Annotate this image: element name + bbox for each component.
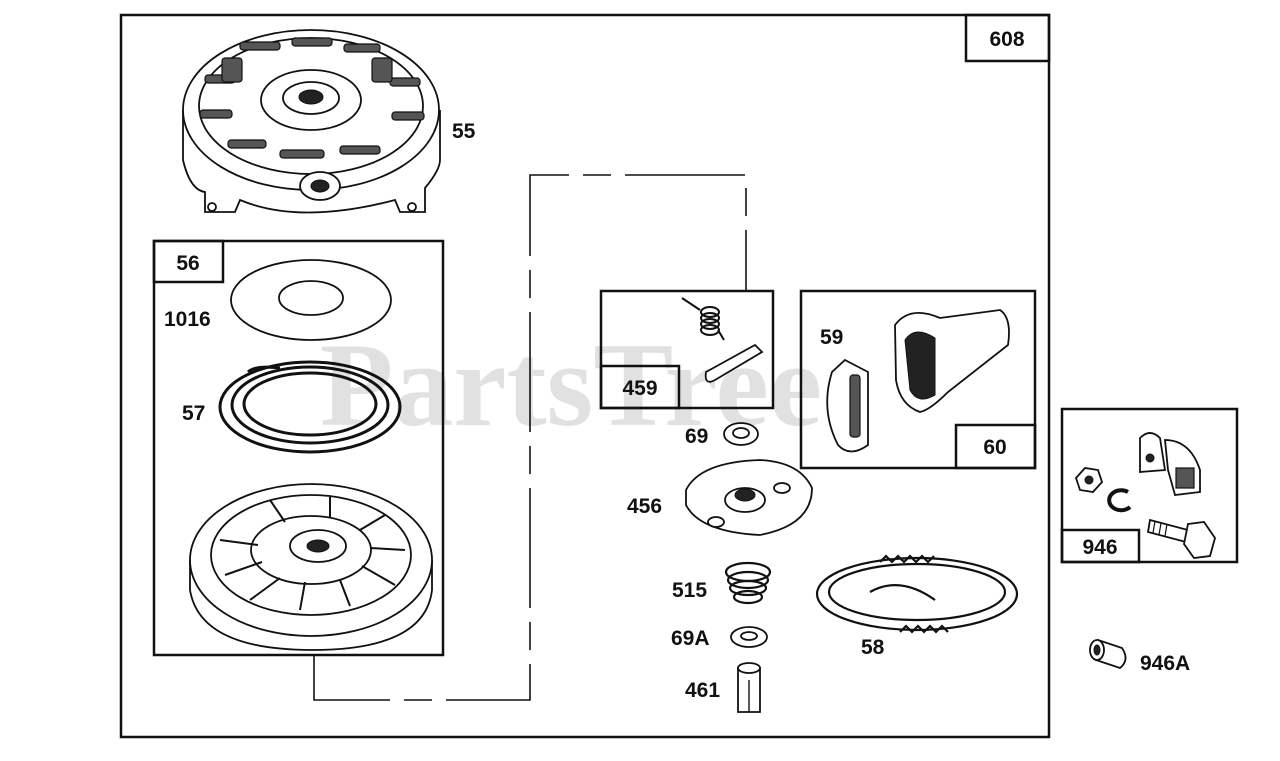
lock-washer [1107,488,1132,513]
hex-nut [1074,467,1104,493]
callout-55: 55 [452,120,476,143]
handle-insert-59 [826,358,869,453]
starter-rope-58 [815,554,1019,634]
pawl [704,343,764,383]
callout-69a: 69A [671,627,710,650]
callout-1016: 1016 [164,308,211,331]
pawl-spring [681,297,725,341]
pawl-kit-label-box [599,364,681,410]
starter-pulley [189,483,433,651]
pulley-kit-frame [152,239,445,657]
recoil-spring-57 [218,360,402,454]
callout-515: 515 [672,579,707,602]
pawl-kit-frame [599,289,775,410]
pulley-kit-label-box [152,239,225,284]
callout-69: 69 [685,425,708,448]
callout-461: 461 [685,679,720,702]
callout-456: 456 [627,495,662,518]
callout-946: 946 [1082,536,1117,559]
callout-60: 60 [983,436,1006,459]
assembly-frame [119,13,1051,739]
starter-housing [182,29,441,214]
assembly-label-box [964,13,1051,63]
retainer-456 [685,459,813,536]
assembly-number: 608 [989,28,1024,51]
callout-459: 459 [622,377,657,400]
callout-59: 59 [820,326,843,349]
spring-515 [724,561,772,605]
handle-kit-frame [799,289,1037,470]
callout-946a: 946A [1140,652,1190,675]
callout-57: 57 [182,402,205,425]
washer-69a [730,626,768,648]
starter-handle [894,309,1010,413]
callout-56: 56 [176,252,199,275]
bushing-946a [1089,638,1127,670]
washer-69 [723,422,759,446]
hardware-kit-label-box [1060,528,1141,564]
cable-clamp [1139,432,1201,496]
washer-1016 [230,259,392,341]
connector-line [313,174,747,701]
hardware-kit-frame [1060,407,1239,564]
handle-kit-label-box [954,423,1037,470]
hex-bolt [1146,518,1216,559]
callout-58: 58 [861,636,885,659]
pin-461 [737,662,761,713]
